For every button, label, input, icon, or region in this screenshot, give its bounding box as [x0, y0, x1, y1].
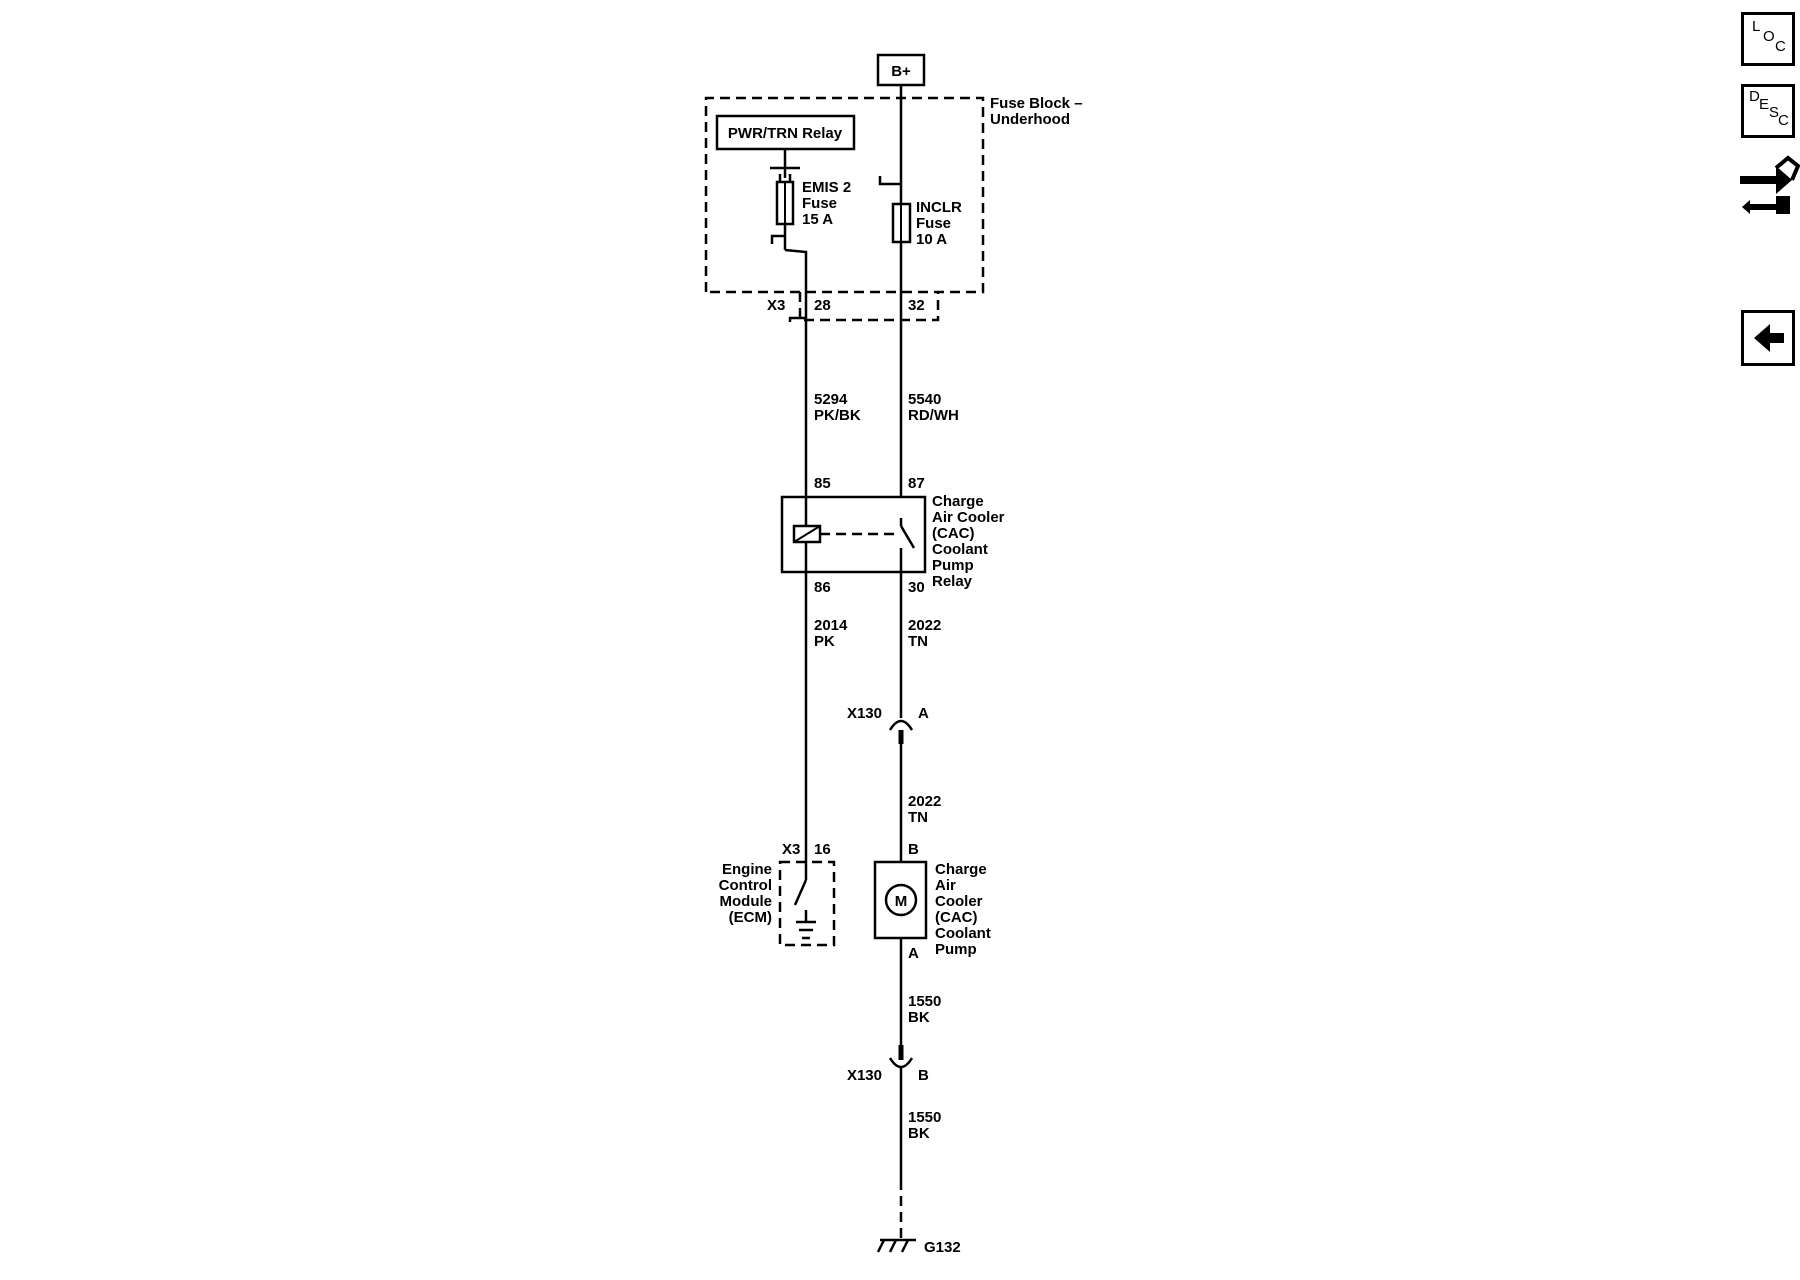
pump-label-4: (CAC) [935, 909, 978, 926]
loc-letter-c: C [1775, 38, 1786, 55]
desc-letter-d: D [1749, 88, 1760, 105]
description-button[interactable]: D E S C [1741, 84, 1795, 138]
ground-label: G132 [924, 1239, 961, 1256]
ecm-label-2: Control [719, 877, 772, 894]
fuse-block-connector: X3 [767, 297, 785, 314]
wire-2014-color: PK [814, 633, 835, 650]
left-arrow-icon [1754, 324, 1784, 352]
cac-relay-label-4: Coolant [932, 541, 988, 558]
wire-1550-upper-circuit: 1550 [908, 993, 941, 1010]
ecm-pin-16: 16 [814, 841, 831, 858]
fuse-block-pin-28: 28 [814, 297, 831, 314]
wire-2022-lower-color: TN [908, 809, 928, 826]
desc-letter-c: C [1778, 112, 1789, 129]
wire-5294-color: PK/BK [814, 407, 861, 424]
desc-letter-s: S [1769, 104, 1780, 121]
wire-5540-circuit: 5540 [908, 391, 941, 408]
fuse-block-label-line2: Underhood [990, 111, 1070, 128]
pump-label-1: Charge [935, 861, 987, 878]
cac-coolant-pump: M [873, 860, 928, 1045]
ecm-label-1: Engine [722, 861, 772, 878]
ecm-connector: X3 [782, 841, 800, 858]
inclr-fuse-type: Fuse [916, 215, 951, 232]
battery-positive-label: B+ [891, 63, 911, 80]
ground-g132 [876, 1180, 916, 1253]
wire-1550-lower-color: BK [908, 1125, 930, 1142]
cac-relay-pin-86: 86 [814, 579, 831, 596]
emis-fuse-type: Fuse [802, 195, 837, 212]
pump-motor-symbol: M [895, 893, 908, 910]
cac-relay-label-6: Relay [932, 573, 973, 590]
cac-relay-label-5: Pump [932, 557, 974, 574]
pwr-trn-relay-label: PWR/TRN Relay [728, 125, 843, 142]
inclr-fuse-rating: 10 A [916, 231, 947, 248]
ecm-module [778, 852, 836, 947]
cac-relay-label-2: Air Cooler [932, 509, 1005, 526]
pump-label-6: Pump [935, 941, 977, 958]
cac-coolant-pump-relay [780, 495, 927, 574]
inclr-circuit-wire [878, 85, 912, 718]
cac-relay-label-3: (CAC) [932, 525, 975, 542]
cac-relay-label-1: Charge [932, 493, 984, 510]
wire-2022-upper-circuit: 2022 [908, 617, 941, 634]
pump-pin-b: B [908, 841, 919, 858]
emis-circuit-wire [770, 149, 808, 852]
fuse-block-pin-32: 32 [908, 297, 925, 314]
x130-b-connector: X130 [847, 1067, 882, 1084]
battery-positive-box: B+ [876, 53, 926, 87]
connector-swap-icon[interactable] [1736, 152, 1800, 222]
emis-fuse-rating: 15 A [802, 211, 833, 228]
fuse-block-label-line1: Fuse Block – [990, 95, 1083, 112]
pump-label-5: Coolant [935, 925, 991, 942]
wire-2022-upper-color: TN [908, 633, 928, 650]
x130-connector-a [888, 719, 914, 862]
cac-relay-pin-87: 87 [908, 475, 925, 492]
ecm-label-3: Module [720, 893, 773, 910]
emis-fuse-name: EMIS 2 [802, 179, 851, 196]
wire-5294-circuit: 5294 [814, 391, 848, 408]
loc-letter-l: L [1752, 18, 1761, 35]
pwr-trn-relay-box: PWR/TRN Relay [715, 114, 856, 151]
back-button[interactable] [1741, 310, 1795, 366]
location-button[interactable]: L O C [1741, 12, 1795, 66]
cac-relay-pin-85: 85 [814, 475, 831, 492]
fuse-block-outline [704, 96, 985, 322]
pump-label-2: Air [935, 877, 956, 894]
wire-2022-lower-circuit: 2022 [908, 793, 941, 810]
x130-connector-b [888, 1045, 914, 1180]
cac-relay-pin-30: 30 [908, 579, 925, 596]
x130-a-connector: X130 [847, 705, 882, 722]
pump-label-3: Cooler [935, 893, 983, 910]
x130-b-pin: B [918, 1067, 929, 1084]
inclr-fuse-name: INCLR [916, 199, 962, 216]
wire-1550-lower-circuit: 1550 [908, 1109, 941, 1126]
wire-2014-circuit: 2014 [814, 617, 848, 634]
wire-5540-color: RD/WH [908, 407, 959, 424]
loc-letter-o: O [1763, 28, 1775, 45]
wire-1550-upper-color: BK [908, 1009, 930, 1026]
pump-pin-a: A [908, 945, 919, 962]
x130-a-pin: A [918, 705, 929, 722]
ecm-label-4: (ECM) [729, 909, 772, 926]
desc-letter-e: E [1759, 96, 1770, 113]
